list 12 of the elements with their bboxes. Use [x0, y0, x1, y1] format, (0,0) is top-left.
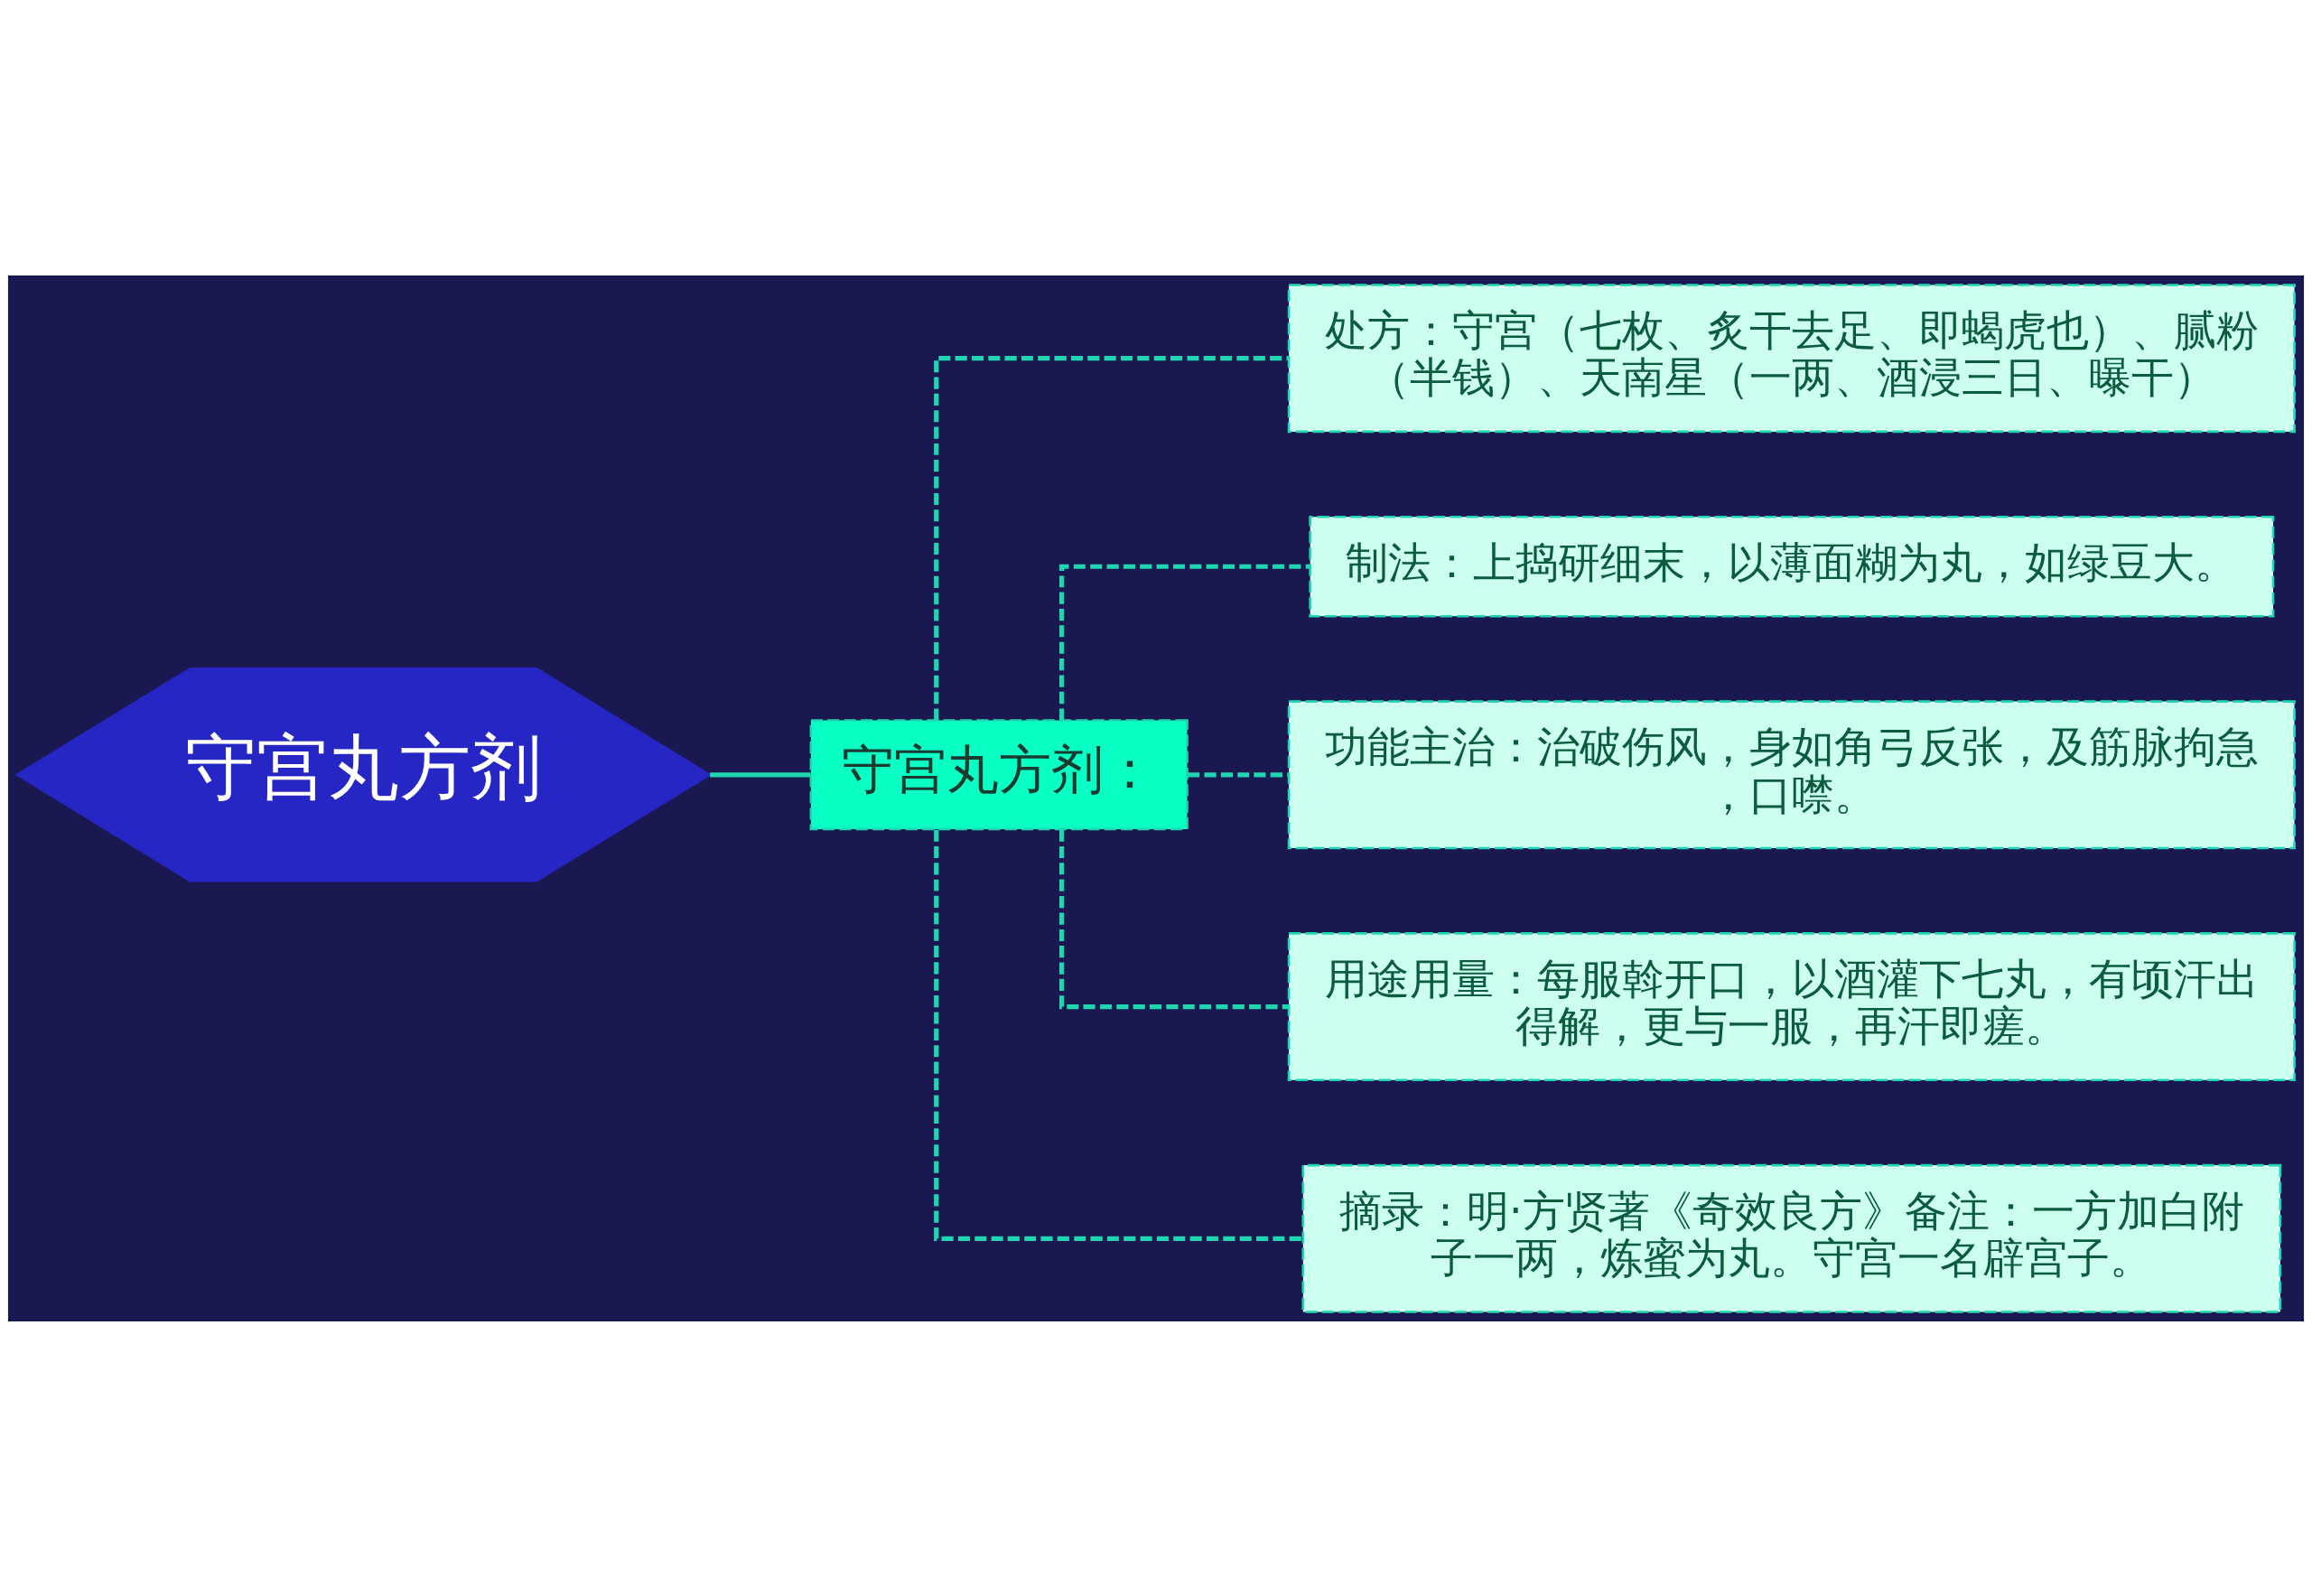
node-box: 处方：守宫（七枚、炙干去足、即蝎虎也）、腻粉（半钱）、天南星（一两、酒浸三日、曝干） — [1287, 283, 2296, 433]
connector — [710, 771, 811, 777]
node-box: 功能主治：治破伤风，身如角弓反张，及筋脉拘急，口噤。 — [1287, 699, 2296, 849]
connector — [1059, 829, 1289, 1009]
node-box: 用途用量：每服斡开口，以酒灌下七丸，有顷汗出得解，更与一服，再汗即瘥。 — [1287, 931, 2296, 1081]
node-box: 制法：上捣研细末，以薄面糊为丸，如绿豆大。 — [1309, 515, 2275, 618]
connector — [1059, 564, 1310, 720]
node-box: 守宫丸方剂： — [809, 718, 1189, 830]
connector — [934, 829, 1303, 1241]
node-box: 摘录：明·方贤著《奇效良方》备注：一方加白附子一两，炼蜜为丸。守宫一名辟宫子。 — [1301, 1163, 2282, 1313]
connector — [934, 355, 1289, 720]
connector — [1188, 771, 1289, 777]
